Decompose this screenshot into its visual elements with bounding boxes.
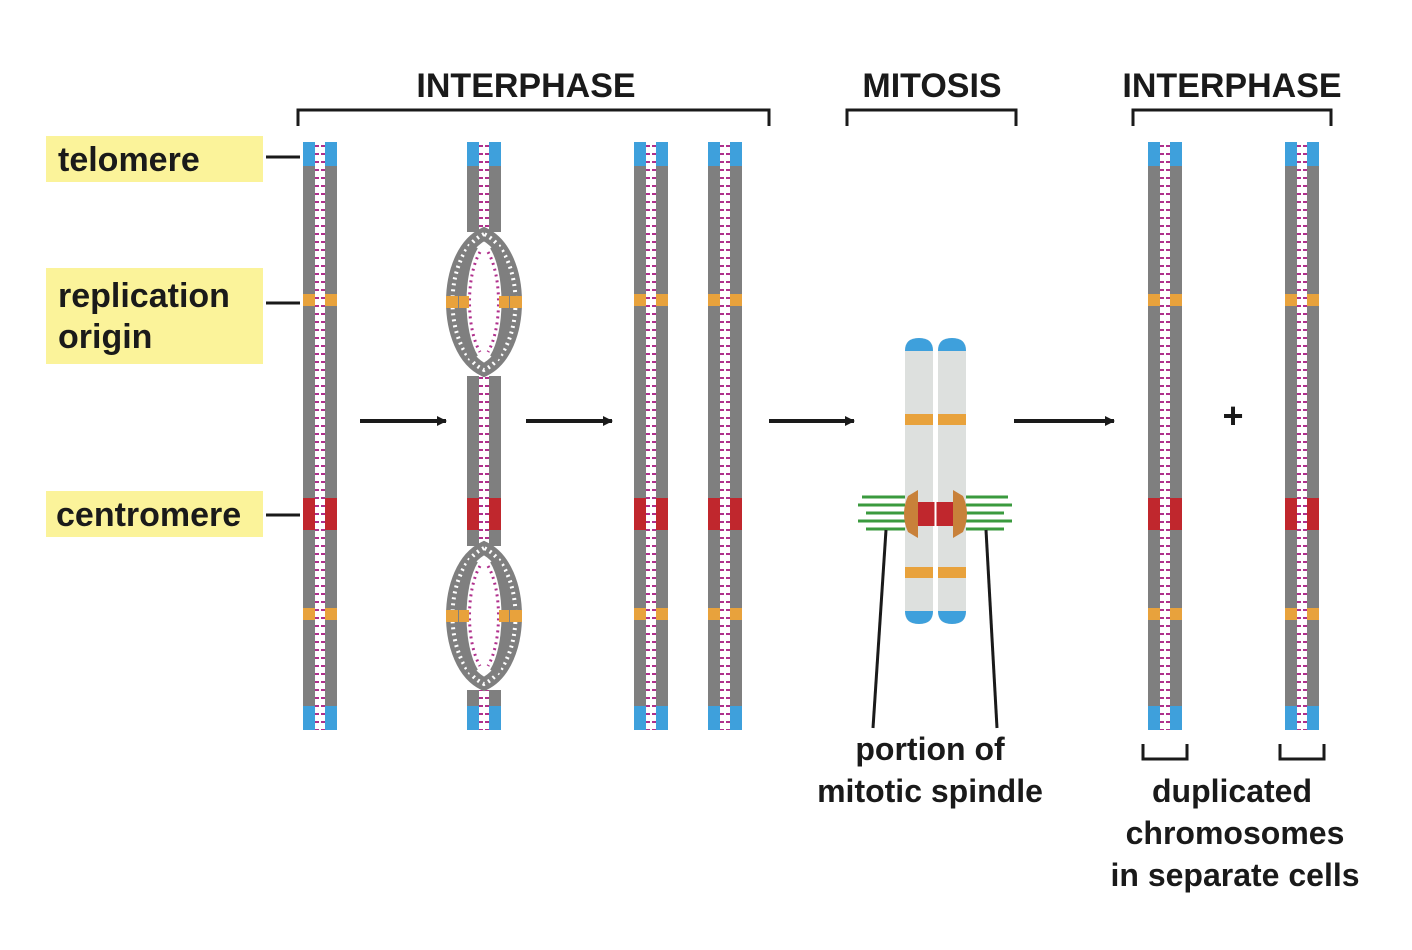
telomere-cap [905,338,933,351]
phase-header-interphase-left: INTERPHASE [296,67,771,126]
spindle-caption-line1: portion of [855,731,1005,767]
duplicated-caption-line2: chromosomes [1126,815,1345,851]
plus-sign: + [1222,395,1243,436]
spindle-fibers [858,495,1012,531]
replication-origin-label-line1: replication [58,277,230,315]
replicated-chromosome-copy-2 [708,142,742,730]
telomere-label: telomere [46,136,300,182]
telomere-cap [905,611,933,624]
telomere-cap [938,611,966,624]
mitosis-bracket [845,108,1018,126]
spindle-pointer-left [871,529,888,729]
daughter-bracket-1 [1141,744,1189,761]
sister-chromatid-left [905,338,933,624]
centromere-label-text: centromere [56,496,241,534]
duplicated-caption-line3: in separate cells [1110,857,1359,893]
sister-chromatid-right [938,338,966,624]
label-box [46,136,263,182]
telomere-cap [938,338,966,351]
phase-header-interphase-right: INTERPHASE [1122,67,1342,126]
phase-header-mitosis: MITOSIS [845,67,1018,126]
replicated-chromosome-copy-1 [634,142,668,730]
replication-origin-label: replication origin [46,268,300,364]
unreplicated-chromosome [303,142,337,730]
phase-title-interphase-left: INTERPHASE [416,67,635,105]
interphase-left-bracket [296,108,771,126]
mitotic-chromosome [858,338,1012,624]
daughter-bracket-2 [1278,744,1326,761]
kinetochore-right [953,490,967,538]
replication-origin-label-line2: origin [58,318,152,356]
kinetochore-left [904,490,918,538]
label-box [46,268,263,364]
phase-title-mitosis: MITOSIS [862,67,1001,105]
phase-title-interphase-right: INTERPHASE [1122,67,1341,105]
daughter-chromosome-2 [1285,142,1319,730]
centromere-label: centromere [46,491,300,537]
telomere-label-text: telomere [58,141,200,179]
spindle-caption-line2: mitotic spindle [817,773,1043,809]
label-box [46,491,263,537]
interphase-right-bracket [1131,108,1333,126]
daughter-chromosome-1 [1148,142,1182,730]
duplicated-caption-line1: duplicated [1152,773,1312,809]
spindle-pointer-right [984,529,999,729]
replicating-chromosome [440,142,528,730]
